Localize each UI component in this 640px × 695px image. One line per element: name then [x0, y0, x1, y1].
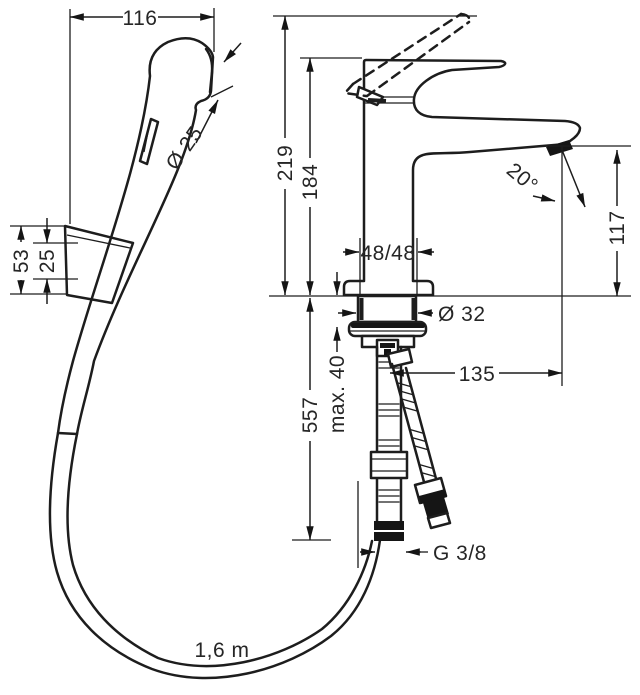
- dim-20deg-label: 20°: [502, 159, 542, 198]
- dim-25-label: 25: [36, 249, 59, 273]
- dimension-53: 53: [10, 225, 66, 295]
- dim-53-label: 53: [10, 249, 33, 273]
- mounting-hardware: [347, 294, 452, 541]
- dimension-116: 116: [69, 7, 215, 224]
- dimension-557: 557: [292, 297, 331, 541]
- dim-117-label: 117: [606, 211, 629, 246]
- dim-219-label: 219: [274, 145, 297, 182]
- shower-holder-bracket: [63, 224, 135, 305]
- hose-union: [369, 450, 409, 480]
- hose-length-label: 1,6 m: [194, 639, 249, 662]
- shower-hose-connector: [374, 521, 404, 530]
- spray-face-rim: [204, 47, 214, 94]
- dimension-135: 135: [389, 363, 563, 386]
- dimension-thread: G 3/8: [357, 481, 487, 568]
- aerator: [546, 140, 573, 156]
- dimension-shank-diameter: Ø 32: [338, 303, 486, 326]
- shower-hose: [48, 431, 382, 680]
- supply-hose-angled: [386, 347, 452, 530]
- dimension-184: 184: [299, 57, 362, 296]
- dim-4848-label: 48/48: [360, 242, 415, 265]
- dim-116-label: 116: [123, 7, 158, 30]
- dim-184-label: 184: [299, 164, 322, 201]
- dimension-48-48: 48/48: [343, 238, 434, 294]
- dim-135-label: 135: [459, 363, 496, 386]
- handle-clip: [138, 117, 160, 166]
- hand-shower: [56, 37, 215, 436]
- supply-hose-vertical: [369, 345, 409, 541]
- dim-g38-label: G 3/8: [433, 542, 487, 565]
- dimension-25: 25: [33, 218, 78, 304]
- faucet-body: [342, 12, 582, 297]
- dimension-spray-angle: 20°: [502, 146, 586, 386]
- dim-557-label: 557: [299, 397, 322, 434]
- dimension-max40: max. 40: [326, 272, 349, 433]
- dim-max40-label: max. 40: [326, 355, 349, 433]
- dimension-117: 117: [549, 145, 631, 297]
- dim-d32-label: Ø 32: [438, 303, 486, 326]
- threaded-shank: [356, 294, 418, 324]
- dimension-219: 219: [273, 15, 477, 296]
